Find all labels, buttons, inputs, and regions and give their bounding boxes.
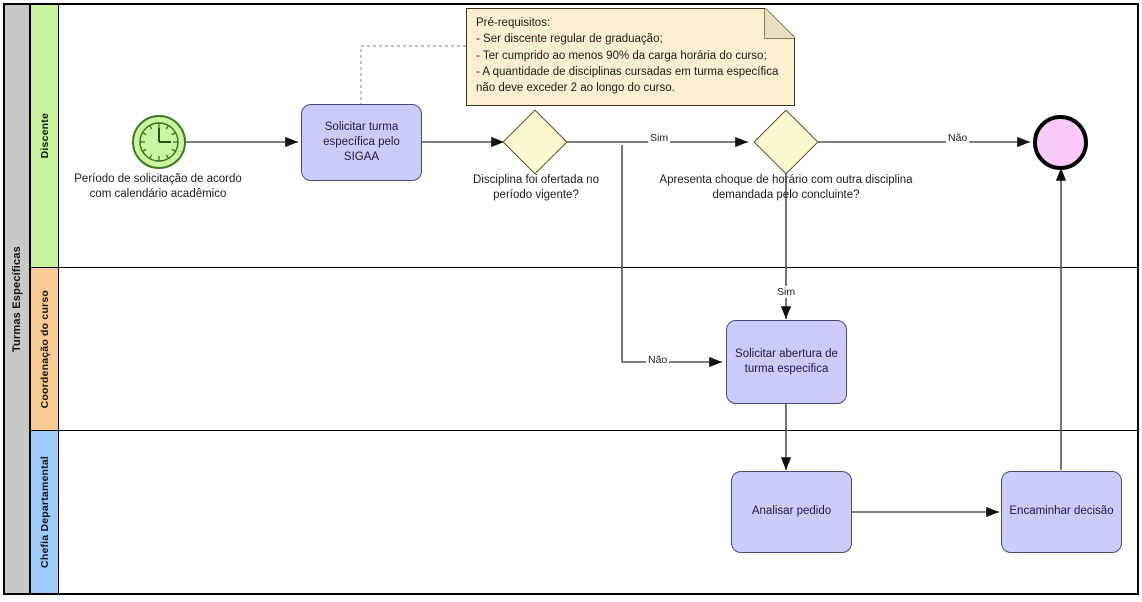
flow-label-gw1-nao: Não (646, 354, 670, 366)
end-event[interactable] (1033, 115, 1088, 170)
flow-label-gw2-nao: Não (946, 132, 970, 144)
gateway-disciplina-ofertada-caption: Disciplina foi ofertada no período vigen… (473, 174, 599, 201)
pool-header: Turmas Específicas (5, 5, 31, 593)
task-analisar-pedido[interactable]: Analisar pedido (731, 471, 852, 553)
flow-label-gw2-sim: Sim (775, 286, 798, 298)
task-encaminhar-decisao-label: Encaminhar decisão (1009, 505, 1114, 518)
note-pre-requisitos: Pré-requisitos: - Ser discente regular d… (466, 8, 795, 106)
task-solicitar-abertura[interactable]: Solicitar abertura de turma especifica (726, 320, 847, 404)
lane-body-chefia (59, 431, 1137, 593)
task-solicitar-turma-label: Solicitar turma específica pelo SIGAA (323, 120, 400, 164)
task-solicitar-abertura-label: Solicitar abertura de turma especifica (735, 347, 838, 375)
lane-header-coordenacao: Coordenação do curso (31, 268, 59, 430)
task-encaminhar-decisao[interactable]: Encaminhar decisão (1001, 471, 1122, 553)
flow-label-gw1-sim: Sim (648, 132, 671, 144)
note-text: Pré-requisitos: - Ser discente regular d… (476, 17, 779, 95)
gateway-choque-horario-caption: Apresenta choque de horário com outra di… (659, 174, 913, 201)
lane-body-coordenacao (59, 268, 1137, 430)
lane-header-chefia: Chefia Departamental (31, 431, 59, 593)
start-event-caption: Período de solicitação de acordo com cal… (74, 173, 242, 200)
lane-label-discente: Discente (38, 113, 51, 159)
start-event-timer[interactable] (132, 115, 186, 169)
lane-label-chefia: Chefia Departamental (38, 456, 51, 568)
task-solicitar-turma[interactable]: Solicitar turma específica pelo SIGAA (301, 104, 422, 181)
lane-header-discente: Discente (31, 5, 59, 267)
lane-chefia: Chefia Departamental (31, 430, 1137, 593)
pool-title: Turmas Específicas (11, 245, 23, 353)
lane-label-coordenacao: Coordenação do curso (38, 289, 51, 409)
timer-clock-icon (139, 122, 179, 162)
note-fold-line-icon (764, 8, 795, 39)
task-analisar-pedido-label: Analisar pedido (751, 505, 832, 518)
lane-discente: Discente (31, 5, 1137, 267)
lane-coordenacao: Coordenação do curso (31, 267, 1137, 430)
